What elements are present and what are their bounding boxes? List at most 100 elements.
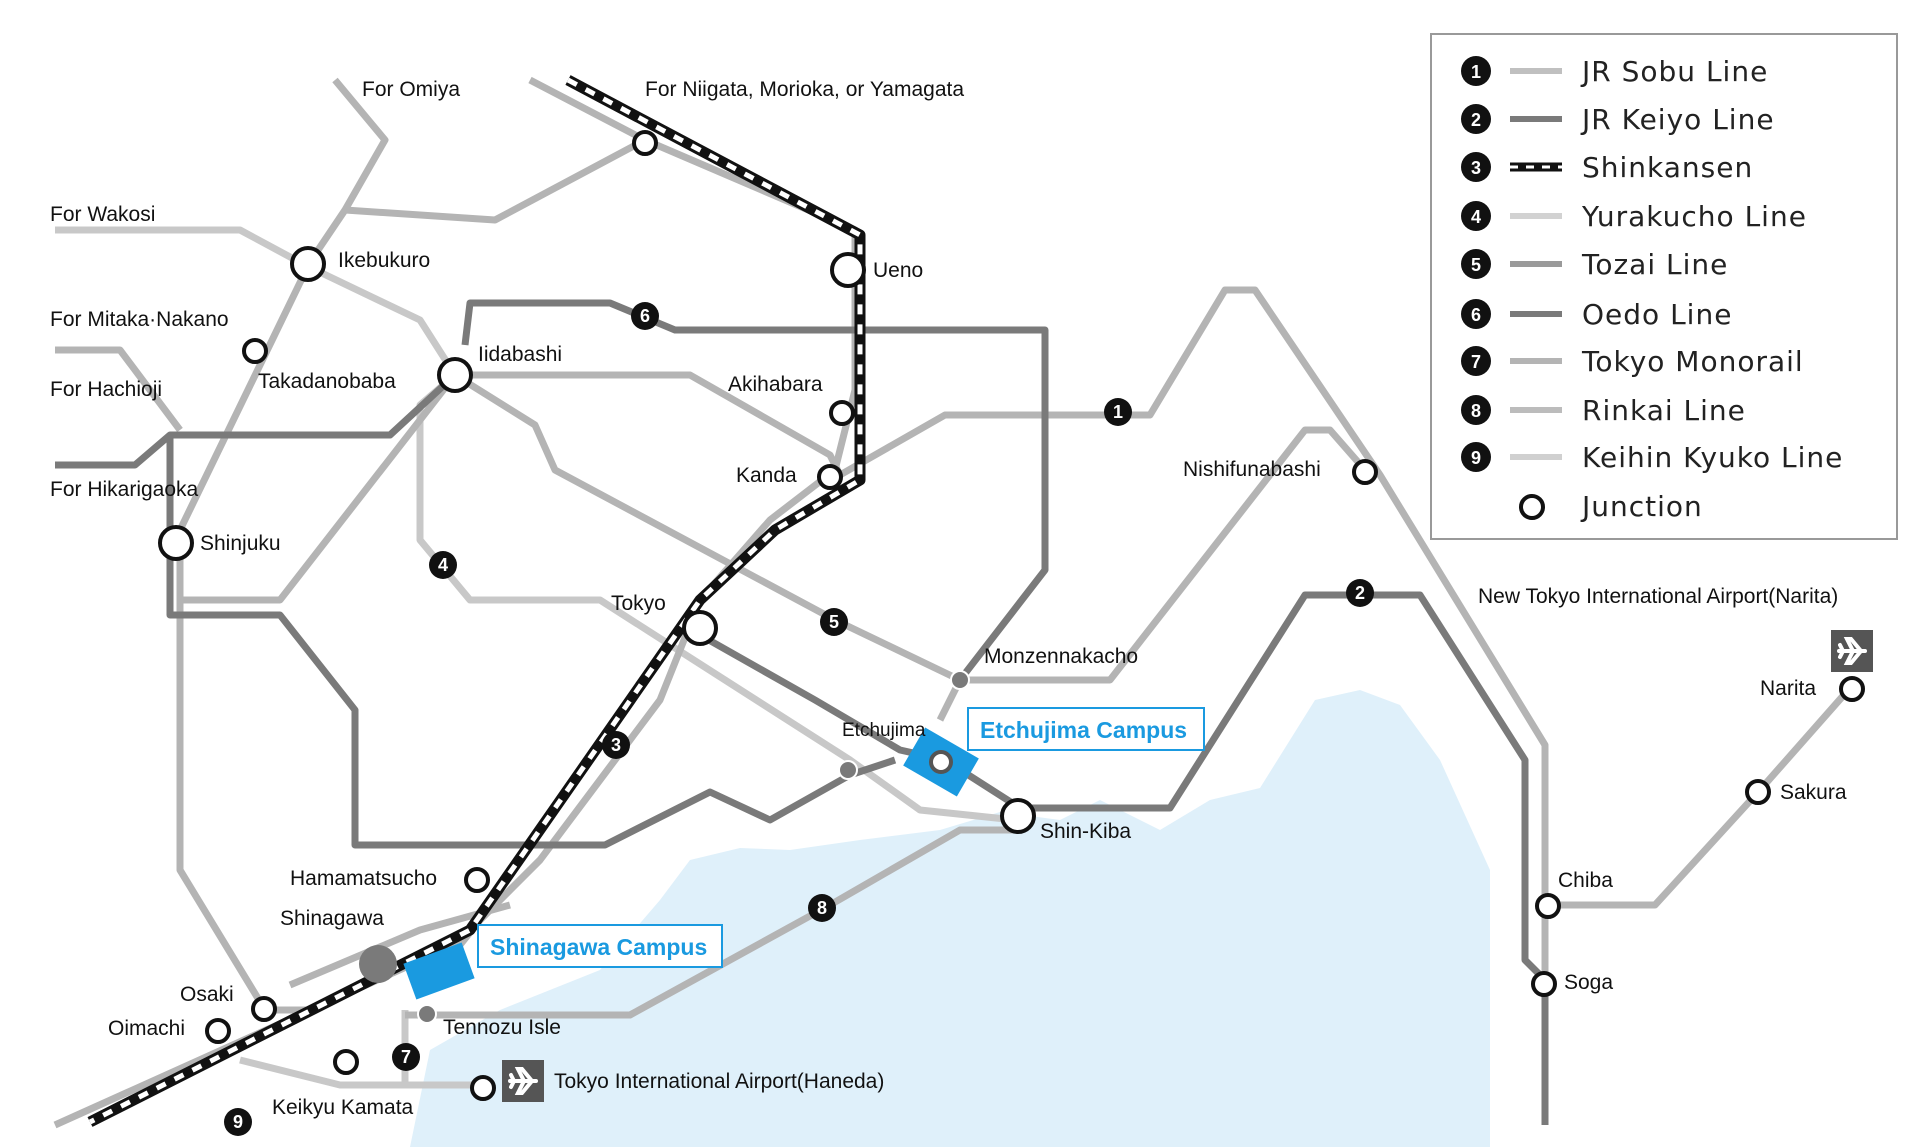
- svg-text:3: 3: [611, 735, 621, 755]
- label-osaki: Osaki: [180, 983, 234, 1006]
- station-oimachi: [205, 1018, 231, 1044]
- station-shinagawa: [359, 945, 397, 983]
- label-haneda: Tokyo International Airport(Haneda): [554, 1070, 884, 1093]
- oedo-line: [461, 299, 1049, 683]
- label-chiba: Chiba: [1558, 869, 1613, 892]
- legend-label: Tozai Line: [1581, 248, 1728, 281]
- legend-label: JR Keiyo Line: [1580, 103, 1775, 136]
- badge-3: 3: [602, 731, 630, 759]
- legend-label: Tokyo Monorail: [1581, 345, 1804, 378]
- legend-item: 3 Shinkansen: [1461, 151, 1753, 184]
- legend-junction: Junction: [1519, 490, 1703, 523]
- label-shinjuku: Shinjuku: [200, 532, 281, 555]
- shinagawa-campus-marker: [403, 942, 475, 1000]
- legend-badge-number: 2: [1471, 110, 1481, 130]
- legend-badge-number: 9: [1471, 448, 1481, 468]
- label-kanda: Kanda: [736, 464, 797, 487]
- station-sakura: [1745, 779, 1771, 805]
- legend-badge-number: 3: [1471, 158, 1481, 178]
- small-stations: [205, 130, 1865, 1101]
- label-akihabara: Akihabara: [728, 373, 823, 396]
- line-badges: 1 2 3 4 5 6 7 8 9: [224, 302, 1374, 1136]
- junction-ikebukuro: [290, 246, 326, 282]
- dark-lines: [55, 299, 1549, 1125]
- badge-9: 9: [224, 1108, 252, 1136]
- label-monzennakacho: Monzennakacho: [984, 645, 1138, 668]
- station-labels: Ikebukuro Ueno Takadanobaba Iidabashi Ak…: [108, 249, 1847, 1119]
- svg-text:5: 5: [829, 612, 839, 632]
- shinagawa-campus-label[interactable]: Shinagawa Campus: [490, 934, 707, 960]
- station-akihabara: [829, 400, 855, 426]
- nishifunabashi-line: [960, 426, 1368, 684]
- label-etchujima: Etchujima: [842, 720, 926, 741]
- badge-2: 2: [1346, 579, 1374, 607]
- label-ueno: Ueno: [873, 259, 923, 282]
- omiya-branch: [344, 136, 647, 224]
- direction-labels: For Omiya For Niigata, Morioka, or Yamag…: [50, 78, 964, 501]
- station-soga: [1531, 971, 1557, 997]
- label-hamamatsucho: Hamamatsucho: [290, 867, 437, 890]
- legend-label: Keihin Kyuko Line: [1582, 441, 1843, 474]
- label-tokyo: Tokyo: [611, 592, 666, 615]
- station-chiba: [1535, 893, 1561, 919]
- station-kanda: [817, 464, 843, 490]
- junction-shinkiba: [1000, 798, 1036, 834]
- legend-badge-number: 5: [1471, 255, 1481, 275]
- legend-badge: [1461, 442, 1491, 472]
- legend-badge: [1461, 346, 1491, 376]
- label-narita-airport: New Tokyo International Airport(Narita): [1478, 585, 1838, 608]
- legend-item: 7 Tokyo Monorail: [1461, 345, 1804, 378]
- badge-7: 7: [392, 1043, 420, 1071]
- label-for-wakosi: For Wakosi: [50, 203, 155, 226]
- legend-label: Shinkansen: [1582, 151, 1753, 184]
- station-takadanobaba: [242, 338, 268, 364]
- legend-label: Rinkai Line: [1582, 394, 1746, 427]
- label-nishifunabashi: Nishifunabashi: [1183, 458, 1321, 481]
- label-for-mitaka: For Mitaka·Nakano: [50, 308, 229, 331]
- station-haneda: [470, 1075, 496, 1101]
- svg-text:4: 4: [438, 555, 448, 575]
- badge-6: 6: [631, 302, 659, 330]
- shinjuku-connector: [180, 372, 458, 604]
- label-ikebukuro: Ikebukuro: [338, 249, 430, 272]
- legend-junction-label: Junction: [1580, 490, 1703, 523]
- label-for-hikarigaoka: For Hikarigaoka: [50, 478, 199, 501]
- etchujima-campus-label[interactable]: Etchujima Campus: [980, 717, 1187, 743]
- legend-badge: [1461, 152, 1491, 182]
- airplane-icon: [502, 1060, 544, 1102]
- label-shinagawa: Shinagawa: [280, 907, 384, 930]
- legend-item: 9 Keihin Kyuko Line: [1461, 441, 1843, 474]
- legend-badge-number: 6: [1471, 305, 1481, 325]
- legend-item: 2 JR Keiyo Line: [1461, 103, 1775, 136]
- legend-item: 5 Tozai Line: [1461, 248, 1728, 281]
- junction-icon: [1519, 494, 1545, 520]
- svg-text:8: 8: [817, 898, 827, 918]
- legend-label: Oedo Line: [1582, 298, 1732, 331]
- legend-label: JR Sobu Line: [1580, 55, 1768, 88]
- station-monzennakacho: [950, 670, 970, 690]
- label-iidabashi: Iidabashi: [478, 343, 562, 366]
- station-etchujima: [929, 750, 953, 774]
- legend-badge-number: 4: [1471, 207, 1481, 227]
- legend-badge-number: 7: [1471, 352, 1481, 372]
- badge-8: 8: [808, 894, 836, 922]
- station-nishifunabashi: [1352, 459, 1378, 485]
- station-tennozu: [417, 1004, 437, 1024]
- station-kamata-area: [333, 1049, 359, 1075]
- label-oimachi: Oimachi: [108, 1017, 185, 1040]
- legend-badge-number: 8: [1471, 401, 1481, 421]
- junction-tokyo: [682, 610, 718, 646]
- badge-5: 5: [820, 608, 848, 636]
- legend-item: 8 Rinkai Line: [1461, 394, 1746, 427]
- airplane-icon: [1831, 630, 1873, 672]
- chuo-line: [55, 346, 183, 433]
- svg-text:6: 6: [640, 306, 650, 326]
- label-for-hachioji: For Hachioji: [50, 378, 162, 401]
- oedo-south: [166, 435, 897, 849]
- label-sakura: Sakura: [1780, 781, 1847, 804]
- label-for-omiya: For Omiya: [362, 78, 460, 101]
- legend-item: 6 Oedo Line: [1461, 298, 1732, 331]
- label-for-niigata: For Niigata, Morioka, or Yamagata: [645, 78, 964, 101]
